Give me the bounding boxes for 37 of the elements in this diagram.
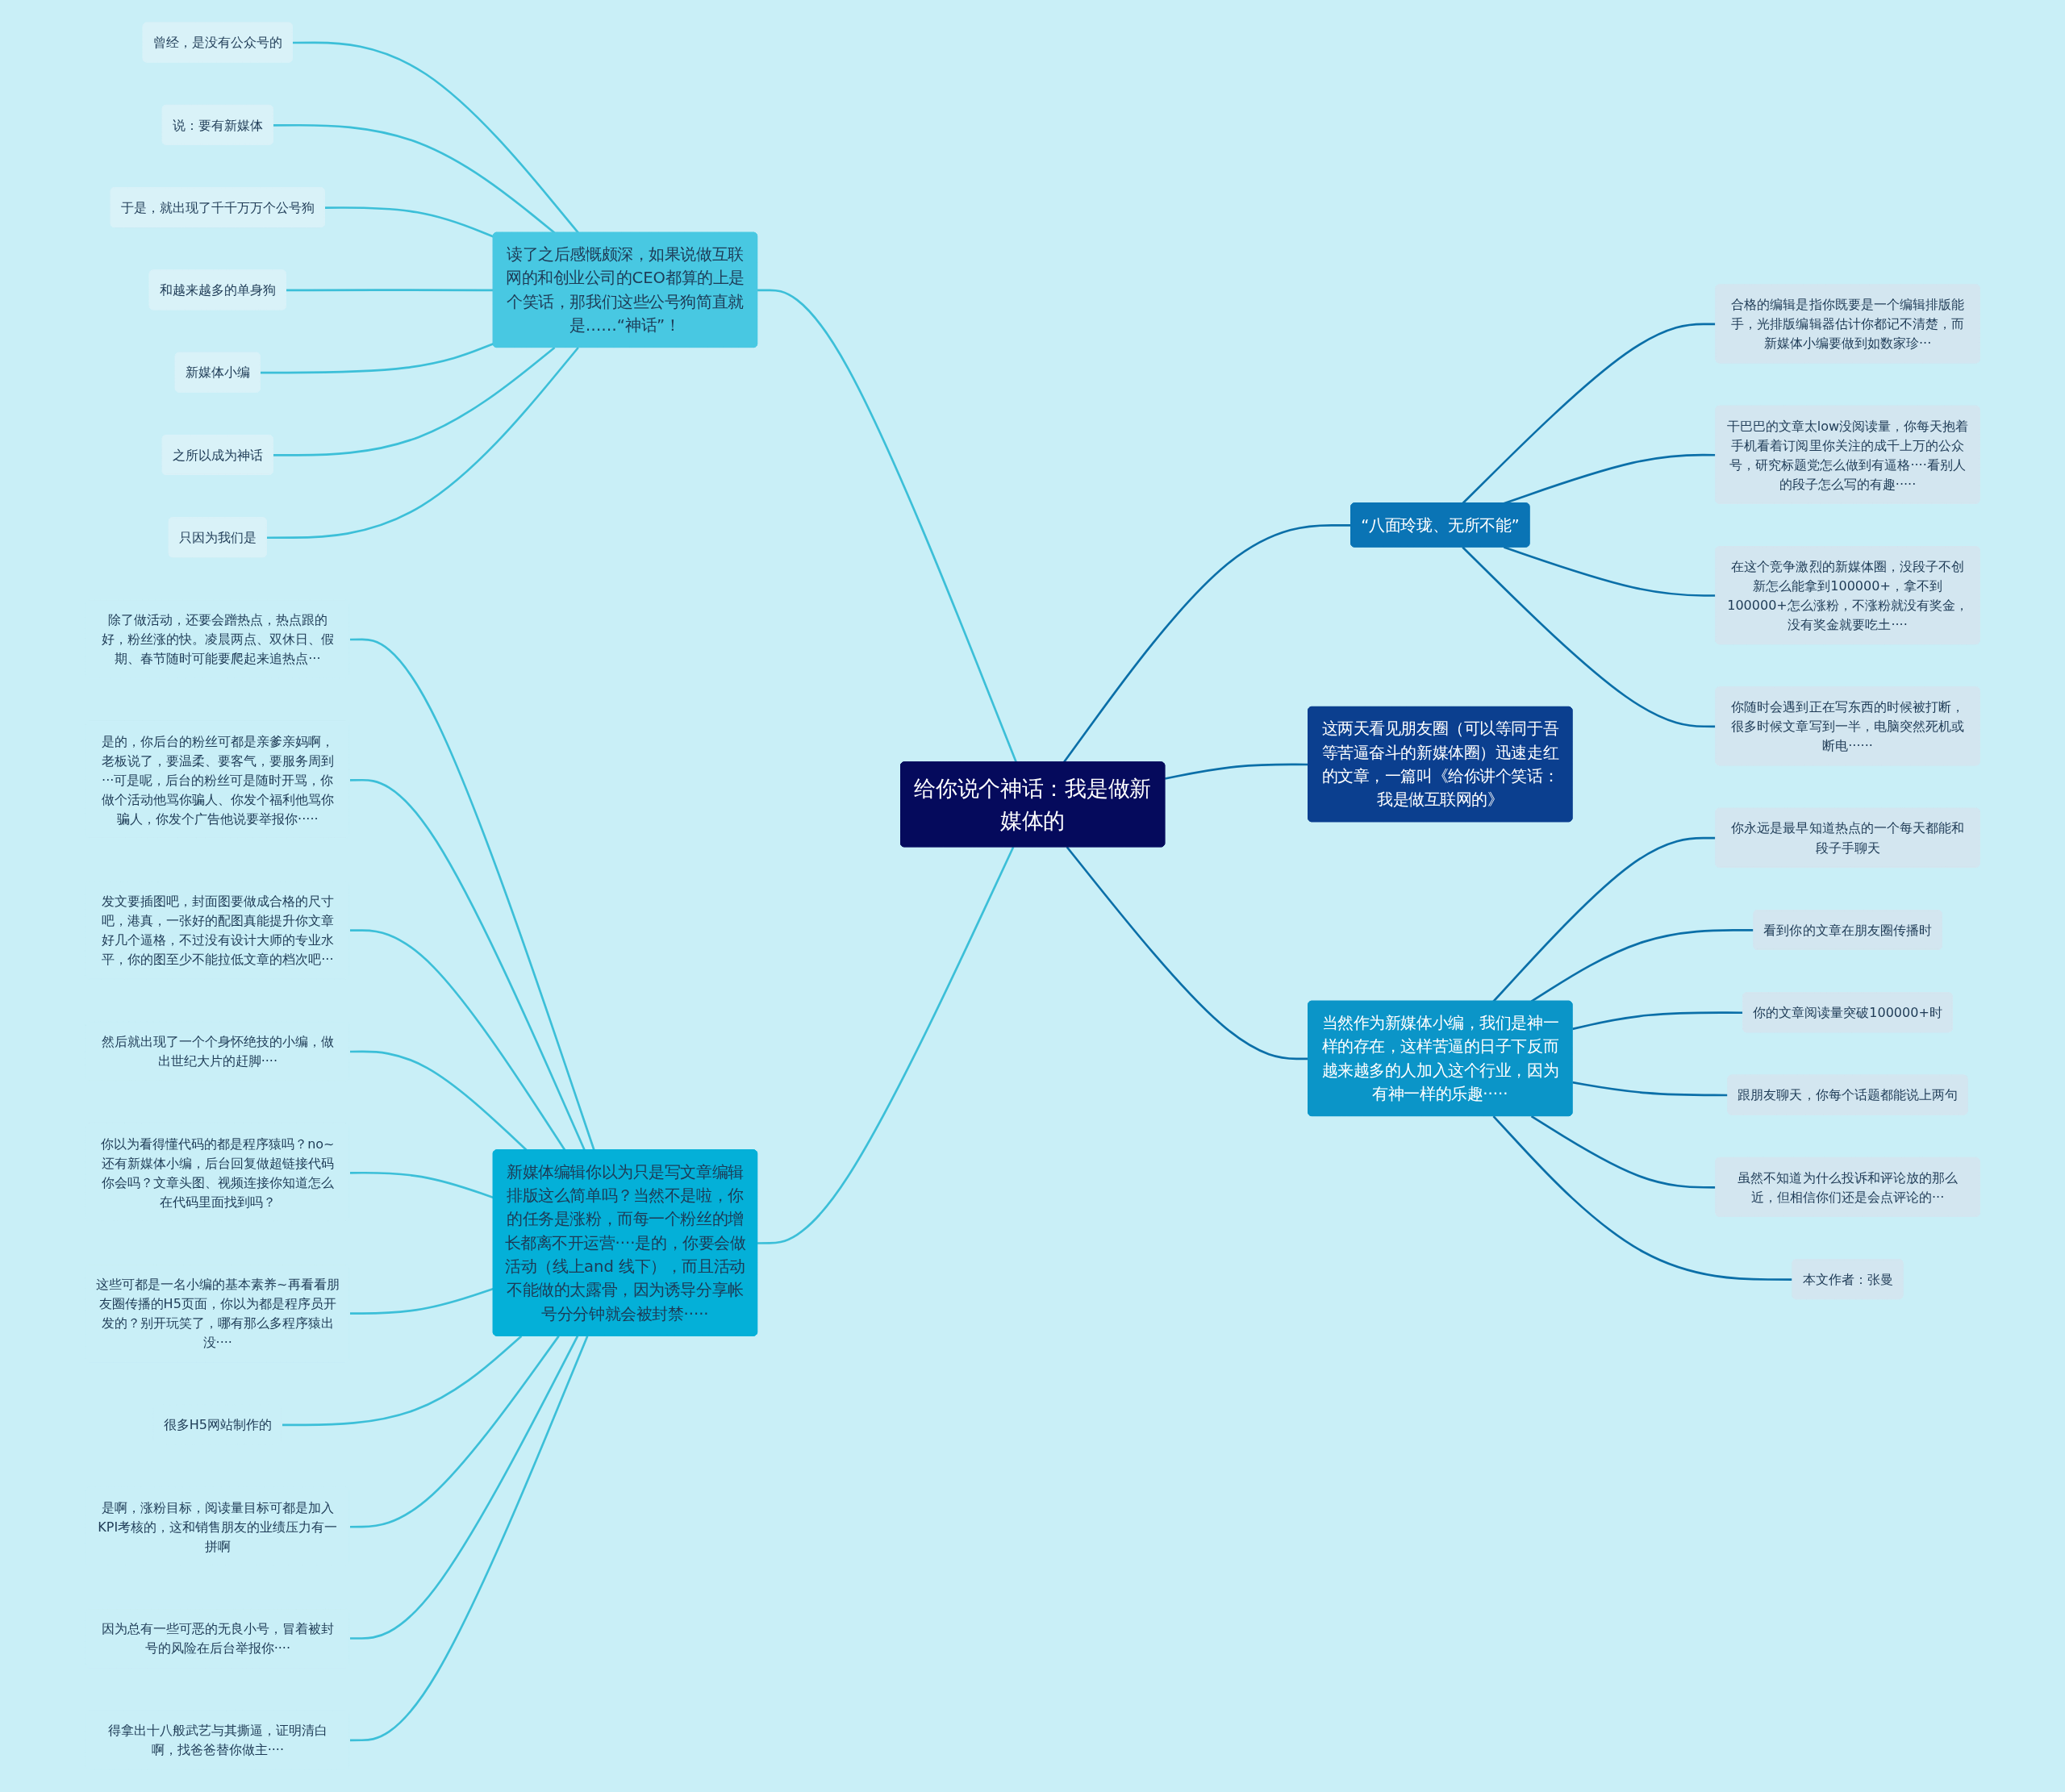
connector [286,289,494,292]
connector [1572,1011,1744,1031]
node-text: 这些可都是一名小编的基本素养~再看看朋友圈传播的H5页面，你以为都是程序员开发的？别开玩笑了，哪有那么多程序猿出没···· [95,1276,340,1350]
connector [273,123,556,234]
connector [757,289,1017,763]
node-text: 发文要插图吧，封面图要做成合格的尺寸吧，港真，一张好的配图真能提升你文章好几个逼格，不过没有设计大师的专业水平，你的图至少不能拉低文章的档次吧··· [101,893,334,967]
connector [349,1336,589,1742]
connector [349,1335,560,1528]
connector [349,1171,494,1199]
node-text: 除了做活动，还要会蹭热点，热点跟的好，粉丝涨的快。凌晨两点、双休日、假期、春节随时可能要爬起来追热点··· [101,612,334,666]
node-text: 是啊，涨粉目标，阅读量目标可都是加入KPI考核的，这和销售朋友的业绩压力有一拼啊 [98,1499,338,1554]
connector [349,778,586,1151]
connector [1066,846,1308,1061]
node-text: 很多H5网站制作的 [163,1417,272,1432]
connector [349,1287,494,1315]
connector [349,638,595,1151]
connector [1462,546,1717,728]
node-text: 因为总有一些可恶的无良小号，冒着被封号的风险在后台举报你···· [101,1620,334,1656]
connector [1530,929,1754,1002]
connector [1492,1115,1793,1281]
connector [1572,1081,1729,1097]
connector [1530,1115,1717,1189]
connector [273,347,556,456]
connector [324,206,494,238]
connector [282,1335,523,1427]
connector [1492,836,1717,1002]
connector [260,342,494,374]
connector [266,347,579,540]
node-text: 得拿出十八般武艺与其撕逼，证明清白啊，找爸爸替你做主···· [107,1723,327,1757]
node-text: 是的，你后台的粉丝可都是亲爹亲妈啊，老板说了，要温柔、要客气，要服务周到···可是呢，后台的粉丝可是随时开骂，你做个活动他骂你骗人、你发个福利他骂你骗人，你发个广告他说要举报你····· [101,733,334,827]
connector [1164,763,1308,780]
connector [292,41,579,234]
node-text: 然后就出现了一个个身怀绝技的小编，做出世纪大片的赶脚···· [101,1034,334,1069]
node-text: 你以为看得懂代码的都是程序猿吗？no~还有新媒体小编，后台回复做超链接代码你会吗？文章头图、视频连接你知道怎么在代码里面找到吗？ [100,1136,335,1210]
connector [349,1336,579,1640]
connector [757,846,1015,1244]
connector [1503,546,1717,597]
